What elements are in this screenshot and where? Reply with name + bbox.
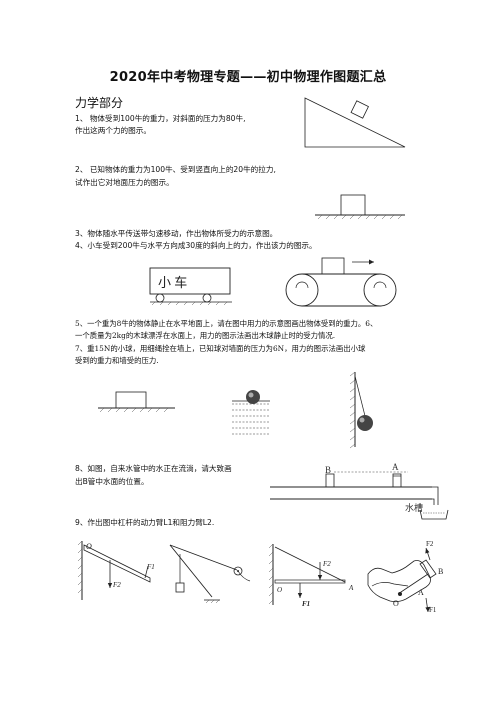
lever4-f2-label: F2 — [426, 540, 434, 548]
question-8-line-1: 8、如图，自来水管中的水正在流淌，请大致画 — [75, 464, 232, 473]
question-1-line-1: 1、 物体受到100牛的重力，对斜面的压力为80牛, — [75, 114, 246, 123]
question-5-line-1: 5、一个重为8牛的物体静止在水平地面上，请在图中用力的示意图画出物体受到的重力。… — [75, 319, 378, 328]
lever4-o-label: O — [393, 599, 399, 608]
lever4-a-label: A — [418, 588, 424, 597]
pipe-b-label: B — [325, 465, 331, 475]
question-2-line-1: 2、 已知物体的重力为100牛、受到竖直向上的20牛的拉力, — [75, 165, 276, 174]
question-7-line-2: 受到的重力和墙受的压力. — [75, 356, 159, 365]
question-8-line-2: 出B管中水面的位置。 — [75, 477, 149, 486]
lever3-f1-label: F1 — [302, 600, 310, 608]
question-3: 3、物体随水平传送带匀速移动，作出物体所受力的示意图。 — [75, 229, 278, 238]
lever4-b-label: B — [438, 567, 443, 576]
car-label: 小 车 — [158, 275, 187, 290]
question-2-line-2: 试作出它对地面压力的图示。 — [75, 178, 174, 187]
lever3-a-label: A — [348, 584, 354, 592]
question-7-line-1: 7、重15N的小球，用细绳拴在墙上，已知球对墙面的压力为6N，用力的图示法画出小… — [75, 344, 366, 353]
page-title: 2020年中考物理专题——初中物理作图题汇总 — [109, 70, 387, 85]
lever4-f1-label: F1 — [429, 606, 437, 614]
question-5-line-2: 一个质量为2kg的木球漂浮在水面上，用力的图示法画出木球静止时的受力情况. — [75, 331, 336, 340]
lever1-o-label: O — [86, 542, 92, 551]
lever3-f2-label: F2 — [322, 560, 331, 568]
lever1-f2-label: F2 — [112, 581, 121, 589]
water-tank-label: 水槽 — [405, 502, 423, 513]
lever1-f1-label: F1 — [146, 563, 155, 571]
lever3-o-label: O — [277, 586, 282, 594]
question-4: 4、小车受到200牛与水平方向成30度的斜向上的力，作出该力的图示。 — [75, 241, 317, 250]
pipe-a-label: A — [392, 462, 399, 472]
question-1-line-2: 作出这两个力的图示。 — [75, 126, 151, 135]
question-9: 9、作出图中杠杆的动力臂L1和阻力臂L2. — [75, 518, 215, 527]
section-heading: 力学部分 — [75, 96, 124, 110]
